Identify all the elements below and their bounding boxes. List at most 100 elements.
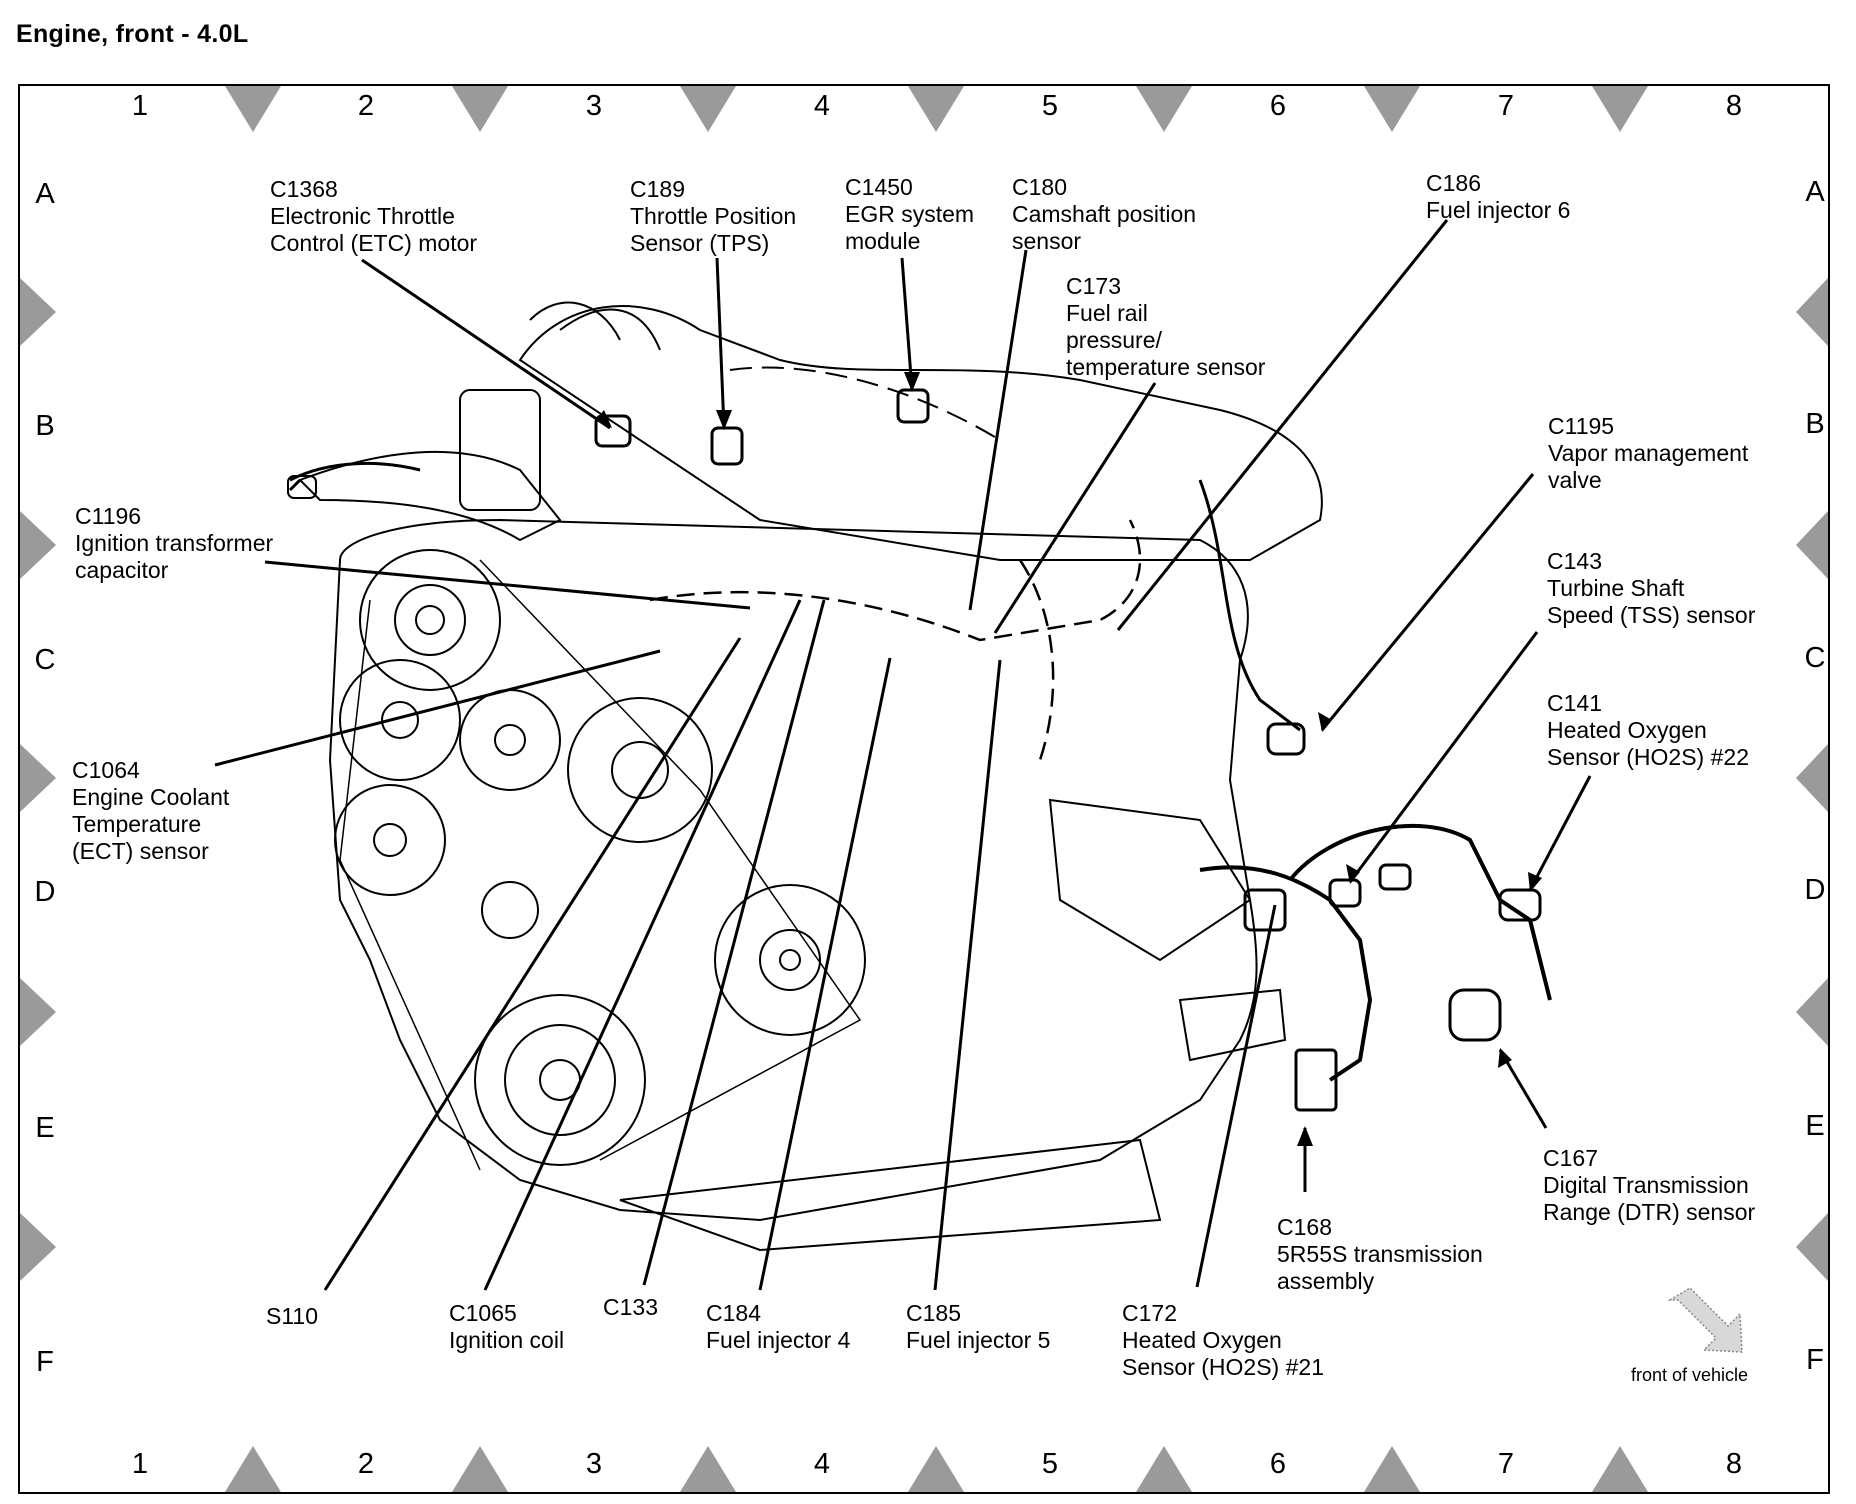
connector-desc: Temperature	[72, 811, 202, 837]
harness-c1195	[1198, 479, 1301, 732]
callout-c1064: C1064 Engine Coolant Temperature (ECT) s…	[72, 757, 229, 865]
connector-c1195	[1266, 722, 1306, 756]
connector-desc: Range (DTR) sensor	[1543, 1199, 1756, 1225]
connector-desc: Digital Transmission	[1543, 1172, 1749, 1198]
harness-trans-upper	[1288, 823, 1552, 1001]
leader-c141	[1528, 775, 1592, 891]
grid-column-label-bottom: 3	[585, 1448, 603, 1480]
connector-c189	[710, 426, 744, 466]
callout-c141: C141 Heated Oxygen Sensor (HO2S) #22	[1547, 690, 1749, 771]
harness-left	[288, 461, 421, 492]
zone-marker-right	[1796, 278, 1828, 346]
connector-desc: Engine Coolant	[72, 784, 230, 810]
air-tube	[298, 450, 562, 542]
grid-row-label-right: F	[1806, 1344, 1824, 1376]
dashed-harness-dip	[1018, 559, 1055, 761]
callout-s110: S110	[266, 1303, 318, 1330]
connector-desc: Camshaft position	[1012, 201, 1197, 227]
connector-c167	[1448, 988, 1502, 1042]
connector-desc: valve	[1548, 467, 1602, 493]
arrowhead-c189	[716, 410, 732, 430]
connector-id: C167	[1543, 1145, 1598, 1171]
zone-marker-left	[20, 278, 56, 346]
connector-desc: temperature sensor	[1066, 354, 1266, 380]
leader-c184	[758, 657, 892, 1291]
leader-lines	[214, 219, 1592, 1291]
connector-desc: (ECT) sensor	[72, 838, 209, 864]
leader-c133	[642, 599, 826, 1286]
callout-c172: C172 Heated Oxygen Sensor (HO2S) #21	[1122, 1300, 1324, 1381]
connector-desc: Vapor management	[1548, 440, 1749, 466]
idler-small	[481, 881, 539, 939]
connector-desc: assembly	[1277, 1268, 1375, 1294]
splice-id: S110	[266, 1303, 319, 1329]
leader-c167	[1498, 1049, 1548, 1129]
connector-id: C1450	[845, 174, 913, 200]
diagram-title: Engine, front - 4.0L	[16, 20, 249, 48]
connector-id: C1368	[270, 176, 338, 202]
connector-id: C143	[1547, 548, 1602, 574]
zone-marker-right	[1796, 511, 1828, 579]
water-pump-pulley	[567, 697, 713, 843]
connector-c141	[1498, 888, 1542, 922]
connector-desc: capacitor	[75, 557, 169, 583]
connector-desc: Sensor (TPS)	[630, 230, 770, 256]
grid-row-label-left: E	[35, 1112, 55, 1144]
connector-desc: 5R55S transmission	[1277, 1241, 1483, 1267]
connector-desc: module	[845, 228, 921, 254]
grid-column-label-bottom: 7	[1497, 1448, 1515, 1480]
connector-desc: Ignition transformer	[75, 530, 274, 556]
zone-marker-left	[20, 978, 56, 1046]
grid-column-label-bottom: 5	[1041, 1448, 1059, 1480]
grid-column-label-bottom: 2	[357, 1448, 375, 1480]
callout-c173: C173 Fuel rail pressure/ temperature sen…	[1066, 273, 1265, 381]
exhaust-manifold	[1048, 798, 1252, 962]
connector-id: C141	[1547, 690, 1602, 716]
engine-outline	[287, 301, 1552, 1252]
leader-c189	[715, 257, 726, 429]
connector-id: C189	[630, 176, 685, 202]
callout-c1368: C1368 Electronic Throttle Control (ETC) …	[270, 176, 477, 257]
leader-c143	[1348, 631, 1539, 883]
grid-column-label-bottom: 8	[1725, 1448, 1743, 1480]
hose-2	[559, 308, 661, 351]
leader-c1065	[483, 599, 802, 1291]
pulley-lower	[334, 784, 446, 896]
connector-c172	[1243, 888, 1287, 932]
arrowhead-c168	[1297, 1126, 1313, 1146]
zone-marker-left	[20, 744, 56, 812]
arrowhead-c141	[1528, 872, 1542, 892]
dashed-harness-top	[729, 366, 1001, 441]
arrowhead-c1450	[904, 372, 920, 392]
connector-c1368	[594, 414, 632, 448]
connector-id: C133	[603, 1294, 658, 1320]
connector-id: C184	[706, 1300, 761, 1326]
leader-c173	[993, 382, 1157, 634]
arrowhead-c1195	[1318, 712, 1332, 732]
leader-s110	[323, 637, 742, 1291]
callout-c1195: C1195 Vapor management valve	[1548, 413, 1748, 494]
alternator	[359, 549, 501, 691]
connector-id: C1064	[72, 757, 140, 783]
zone-marker-bottom	[680, 1446, 736, 1492]
connector-c141-a	[1378, 863, 1412, 891]
connector-desc: Ignition coil	[449, 1327, 565, 1353]
grid-column-label-top: 3	[585, 90, 603, 122]
grid-column-label-top: 2	[357, 90, 375, 122]
bracket	[1178, 988, 1287, 1062]
front-of-vehicle-label: front of vehicle	[1631, 1365, 1749, 1385]
leader-c180	[968, 249, 1028, 611]
connector-desc: EGR system	[845, 201, 975, 227]
pulley-tensioner	[339, 659, 461, 781]
arrowhead-c143	[1346, 864, 1360, 884]
callout-c1450: C1450 EGR system module	[845, 174, 974, 255]
grid-column-label-top: 7	[1497, 90, 1515, 122]
zone-marker-left	[20, 511, 56, 579]
zone-marker-top	[1136, 86, 1192, 132]
connector-desc: Heated Oxygen	[1122, 1327, 1282, 1353]
connector-id: C172	[1122, 1300, 1177, 1326]
grid-row-label-left: D	[34, 876, 56, 908]
connector-id: C1065	[449, 1300, 517, 1326]
connector-c143	[1328, 878, 1362, 908]
